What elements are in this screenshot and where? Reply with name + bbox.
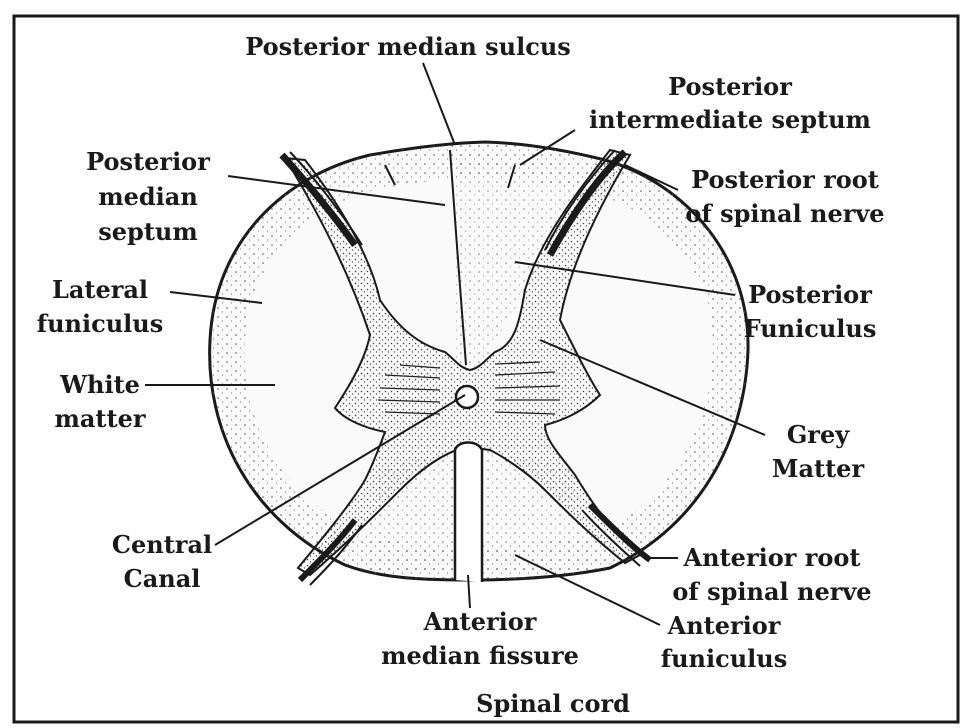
- label-posterior-root-1: Posterior root: [691, 165, 879, 194]
- label-posterior-intermediate-septum-1: Posterior: [668, 72, 792, 101]
- label-anterior-root-1: Anterior root: [683, 543, 861, 572]
- label-grey-matter-2: Matter: [772, 454, 865, 483]
- label-lateral-funiculus-1: Lateral: [52, 275, 148, 304]
- label-posterior-median-sulcus: Posterior median sulcus: [245, 32, 571, 61]
- spinal-cord: [210, 142, 748, 585]
- label-lateral-funiculus-2: funiculus: [37, 309, 163, 338]
- label-posterior-median-septum-2: median: [98, 182, 198, 211]
- label-posterior-root-2: of spinal nerve: [685, 199, 884, 228]
- label-anterior-median-fissure-1: Anterior: [423, 607, 537, 636]
- central-canal-shape: [456, 386, 478, 408]
- label-posterior-median-septum-1: Posterior: [86, 147, 210, 176]
- label-posterior-funiculus-1: Posterior: [748, 280, 872, 309]
- label-anterior-funiculus-1: Anterior: [667, 611, 781, 640]
- label-posterior-median-septum-3: septum: [98, 217, 198, 246]
- label-white-matter-1: White: [59, 370, 140, 399]
- label-white-matter-2: matter: [54, 404, 145, 433]
- label-anterior-root-2: of spinal nerve: [672, 577, 871, 606]
- label-posterior-funiculus-2: Funiculus: [744, 314, 877, 343]
- label-grey-matter-1: Grey: [787, 420, 850, 449]
- figure-caption: Spinal cord: [476, 689, 630, 718]
- leader-posterior-median-sulcus: [423, 63, 455, 145]
- label-anterior-median-fissure-2: median fissure: [381, 641, 579, 670]
- label-posterior-intermediate-septum-2: intermediate septum: [589, 105, 871, 134]
- label-central-canal-1: Central: [112, 530, 212, 559]
- anterior-median-fissure-shape: [455, 443, 482, 583]
- label-central-canal-2: Canal: [124, 564, 201, 593]
- label-anterior-funiculus-2: funiculus: [661, 644, 787, 673]
